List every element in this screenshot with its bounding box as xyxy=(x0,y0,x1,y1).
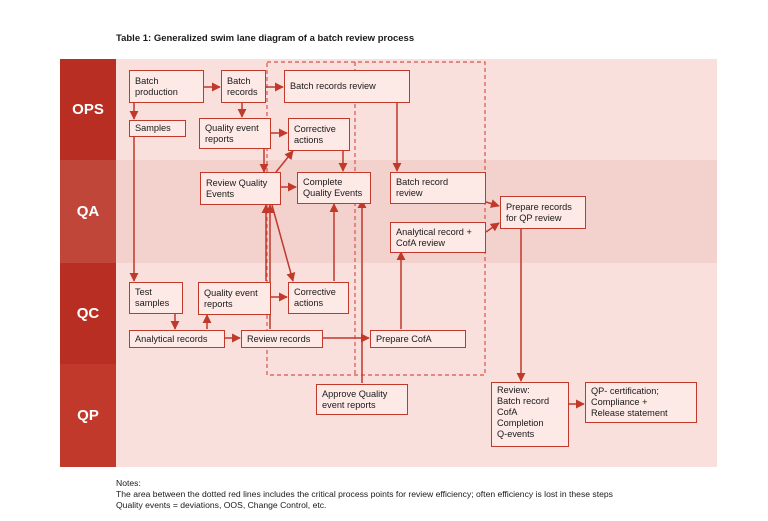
batch-record-review-box: Batch record review xyxy=(390,172,486,204)
review-quality-events-box: Review Quality Events xyxy=(200,172,281,205)
quality-event-reports-ops-box: Quality event reports xyxy=(199,118,271,149)
corrective-actions-qc-box: Corrective actions xyxy=(288,282,349,314)
prepare-records-qp-box: Prepare records for QP review xyxy=(500,196,586,229)
lane-label-qa: QA xyxy=(60,160,116,263)
lane-label-qp: QP xyxy=(60,364,116,467)
diagram-title: Table 1: Generalized swim lane diagram o… xyxy=(116,33,415,44)
critical-region-outline xyxy=(266,61,486,376)
corrective-actions-ops-box: Corrective actions xyxy=(288,118,350,151)
notes-heading: Notes: xyxy=(116,478,141,488)
batch-records-review-box: Batch records review xyxy=(284,70,410,103)
notes-section: Notes: The area between the dotted red l… xyxy=(116,478,613,511)
prepare-cofa-box: Prepare CofA xyxy=(370,330,466,348)
analytical-records-box: Analytical records xyxy=(129,330,225,348)
test-samples-box: Test samples xyxy=(129,282,183,314)
qp-certification-box: QP- certification; Compliance + Release … xyxy=(585,382,697,423)
notes-line-1: The area between the dotted red lines in… xyxy=(116,489,613,499)
review-records-box: Review records xyxy=(241,330,323,348)
batch-production-box: Batch production xyxy=(129,70,204,103)
approve-quality-event-reports-box: Approve Quality event reports xyxy=(316,384,408,415)
lane-label-qc: QC xyxy=(60,263,116,364)
lane-label-ops: OPS xyxy=(60,59,116,160)
batch-records-box: Batch records xyxy=(221,70,266,103)
complete-quality-events-box: Complete Quality Events xyxy=(297,172,371,204)
analytical-record-cofa-box: Analytical record + CofA review xyxy=(390,222,486,253)
quality-event-reports-qc-box: Quality event reports xyxy=(198,282,271,315)
review-qp-box: Review: Batch record CofA Completion Q-e… xyxy=(491,382,569,447)
samples-box: Samples xyxy=(129,120,186,137)
notes-line-2: Quality events = deviations, OOS, Change… xyxy=(116,500,327,510)
